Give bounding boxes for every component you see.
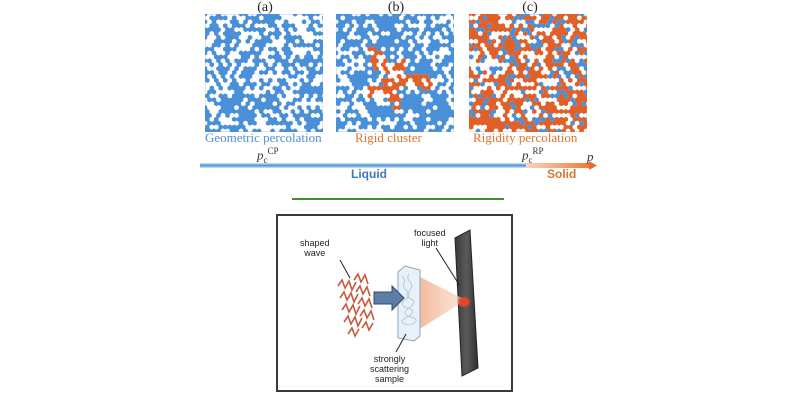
panel-letter-c: (c) bbox=[522, 0, 538, 15]
sample-texture bbox=[401, 275, 414, 326]
lattice-a bbox=[205, 14, 323, 132]
label-solid: Solid bbox=[547, 167, 577, 181]
lattice-blue-sites bbox=[205, 14, 323, 132]
lattice-blue-sites bbox=[469, 14, 587, 132]
lattice-c bbox=[469, 14, 587, 132]
leader-shaped-wave bbox=[339, 259, 351, 279]
label-p-axis: p bbox=[587, 149, 594, 164]
label-pc-cp: pcCP bbox=[257, 146, 279, 165]
lattice-rigid-sites bbox=[469, 14, 587, 132]
phase-axis bbox=[200, 161, 597, 170]
leader-sample bbox=[395, 333, 407, 353]
axis-solid-segment bbox=[526, 163, 590, 168]
label-liquid: Liquid bbox=[351, 167, 387, 181]
lattice-b bbox=[336, 14, 454, 132]
focus-spot bbox=[457, 296, 471, 308]
arrow bbox=[373, 284, 405, 312]
green-divider bbox=[292, 198, 504, 200]
sample-slab bbox=[397, 265, 421, 342]
lattice-rigid-sites bbox=[367, 46, 433, 111]
axis-arrowhead bbox=[589, 161, 597, 170]
caption-rigid-cluster: Rigid cluster bbox=[355, 130, 422, 145]
caption-geometric-percolation: Geometric percolation bbox=[205, 130, 322, 145]
shaped-wave-fronts bbox=[337, 272, 375, 338]
label-pc-rp: pcRP bbox=[522, 146, 544, 165]
panel-letter-a: (a) bbox=[257, 0, 273, 15]
inset-drawing bbox=[337, 229, 479, 377]
leader-focused-light bbox=[435, 247, 461, 287]
axis-liquid-segment bbox=[200, 163, 526, 168]
lattice-blue-sites bbox=[336, 14, 454, 132]
caption-rigidity-percolation: Rigidity percolation bbox=[473, 130, 578, 145]
panel-letter-b: (b) bbox=[387, 0, 405, 15]
light-cone bbox=[418, 276, 466, 330]
